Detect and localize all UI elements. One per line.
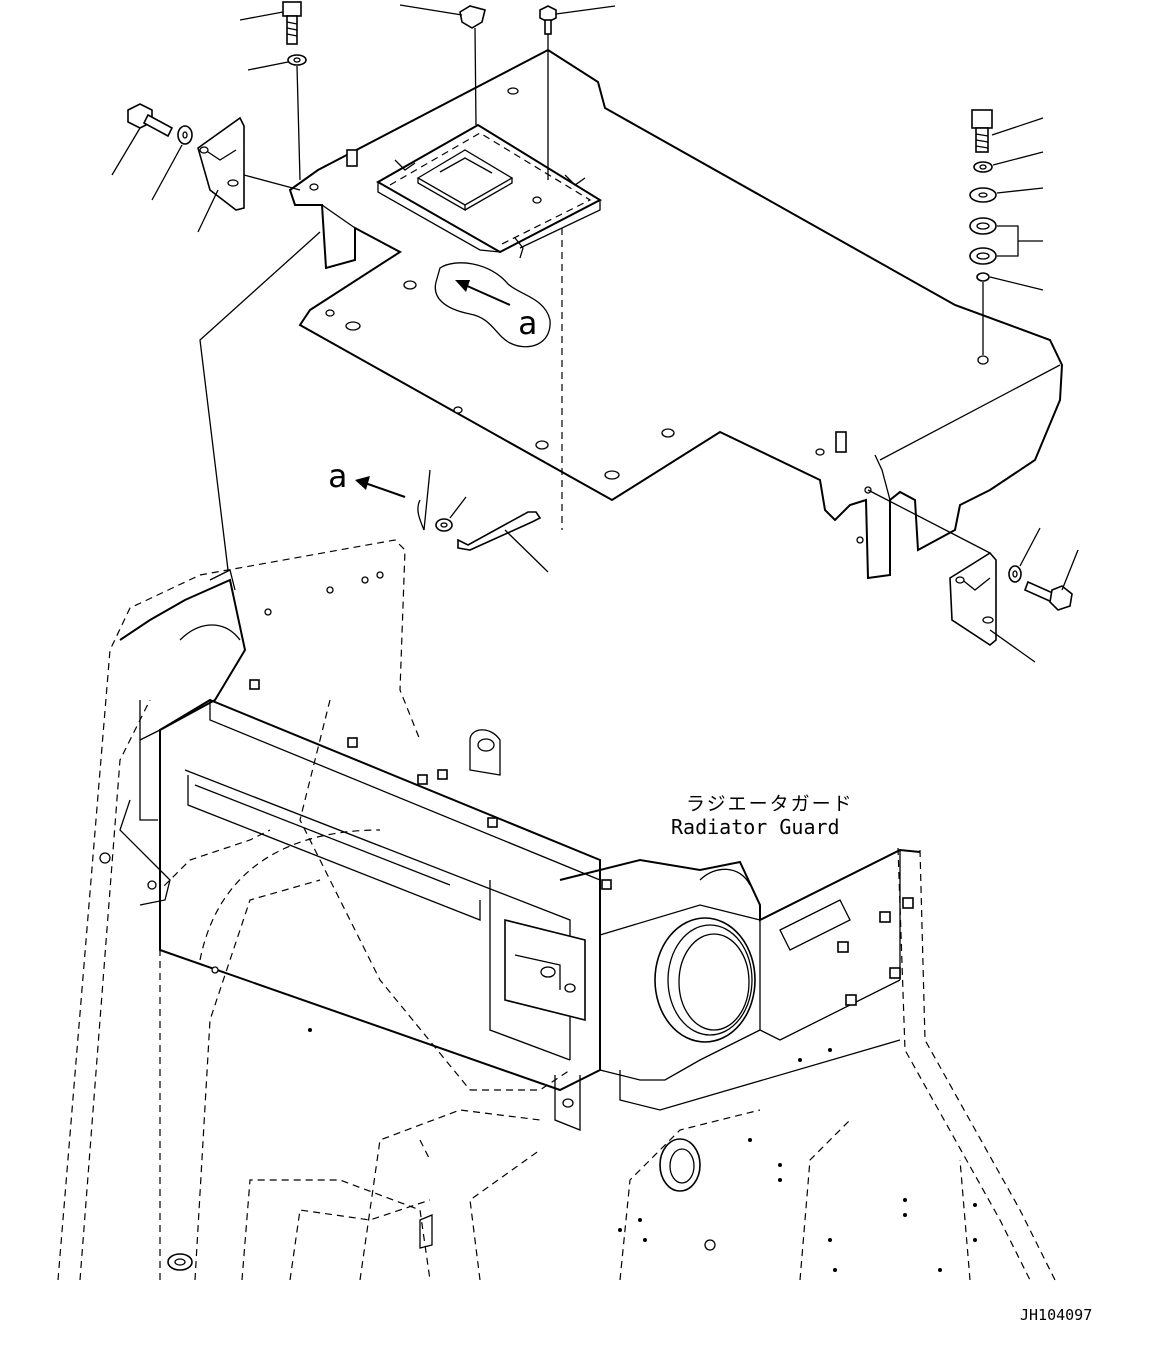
view-a-arrow (355, 476, 406, 498)
bolt-top-left (239, 1, 302, 45)
assembly-title-en: Radiator Guard (671, 815, 840, 839)
fastener-top-right (539, 5, 616, 180)
clip-top-center (399, 4, 486, 126)
washer-right-2 (969, 187, 1044, 203)
radiator-guard-frame (57, 539, 1056, 1281)
cover-plate (288, 48, 1064, 580)
view-marker-a-arrow: a (328, 457, 347, 495)
washer-center (435, 496, 467, 532)
support-rod (457, 228, 563, 573)
washer-right-4 (976, 272, 1044, 355)
washer-bracket-right (1008, 527, 1041, 583)
access-cover (375, 123, 603, 254)
bracket-right (867, 489, 1036, 663)
washer-right-1 (973, 151, 1044, 173)
bolt-right-top (971, 109, 1044, 153)
assembly-title-jp: ラジエータガード (686, 793, 854, 815)
bolt-bracket-right (1023, 549, 1079, 611)
bolt-left (111, 103, 174, 176)
drawing-id: JH104097 (1020, 1306, 1092, 1324)
view-marker-a-blob: a (518, 304, 537, 342)
washer-right-3 (969, 217, 1043, 265)
washer-left (151, 125, 193, 201)
view-a-callout (434, 262, 551, 348)
guide-line-left (199, 231, 321, 571)
latch-brackets (346, 149, 847, 453)
pin-center (417, 469, 431, 531)
washer-top-left (247, 54, 307, 181)
bracket-left (197, 116, 301, 233)
